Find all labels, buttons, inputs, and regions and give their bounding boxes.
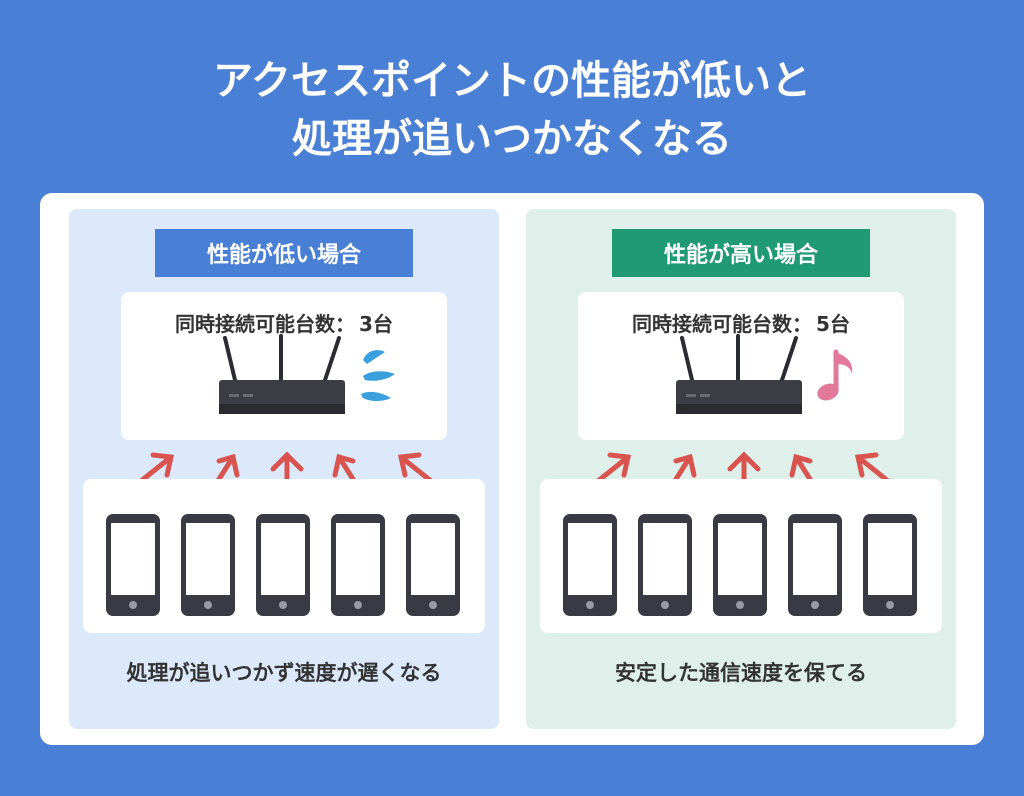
smartphone-icon: [181, 514, 235, 616]
smartphone-icon: [638, 514, 692, 616]
smartphone-icon: [788, 514, 842, 616]
high-performance-caption: 安定した通信速度を保てる: [615, 661, 867, 685]
smartphone-icon: [406, 514, 460, 616]
access-point-box: 同時接続可能台数：5台: [578, 292, 904, 440]
connection-capacity-value: 3台: [359, 312, 393, 336]
page-title: アクセスポイントの性能が低いと 処理が追いつかなくなる: [0, 52, 1024, 168]
low-performance-caption: 処理が追いつかず速度が遅くなる: [126, 661, 442, 685]
devices-box: [83, 479, 485, 633]
connection-capacity-label: 同時接続可能台数：: [632, 312, 813, 336]
low-performance-badge: 性能が低い場合: [155, 229, 413, 277]
comparison-card: 性能が低い場合 同時接続可能台数：3台: [40, 193, 984, 745]
access-point-box: 同時接続可能台数：3台: [121, 292, 447, 440]
connection-capacity-value: 5台: [816, 312, 850, 336]
title-line-2: 処理が追いつかなくなる: [292, 116, 732, 162]
high-performance-panel: 性能が高い場合 同時接続可能台数：5台: [526, 209, 956, 729]
router-icon: [676, 334, 802, 414]
sweat-drops-icon: [361, 350, 395, 401]
connection-capacity-text: 同時接続可能台数：5台: [578, 308, 904, 337]
low-performance-panel: 性能が低い場合 同時接続可能台数：3台: [69, 209, 499, 729]
music-note-icon: [817, 349, 853, 401]
router-icon: [219, 334, 345, 414]
smartphone-icon: [563, 514, 617, 616]
smartphone-icon: [256, 514, 310, 616]
connection-capacity-label: 同時接続可能台数：: [175, 312, 356, 336]
high-performance-badge: 性能が高い場合: [612, 229, 870, 277]
smartphone-icon: [331, 514, 385, 616]
smartphone-icon: [713, 514, 767, 616]
devices-box: [540, 479, 942, 633]
smartphone-icon: [106, 514, 160, 616]
smartphone-icon: [863, 514, 917, 616]
connection-capacity-text: 同時接続可能台数：3台: [121, 308, 447, 337]
title-line-1: アクセスポイントの性能が低いと: [213, 58, 811, 104]
connection-arrows: [128, 451, 444, 502]
